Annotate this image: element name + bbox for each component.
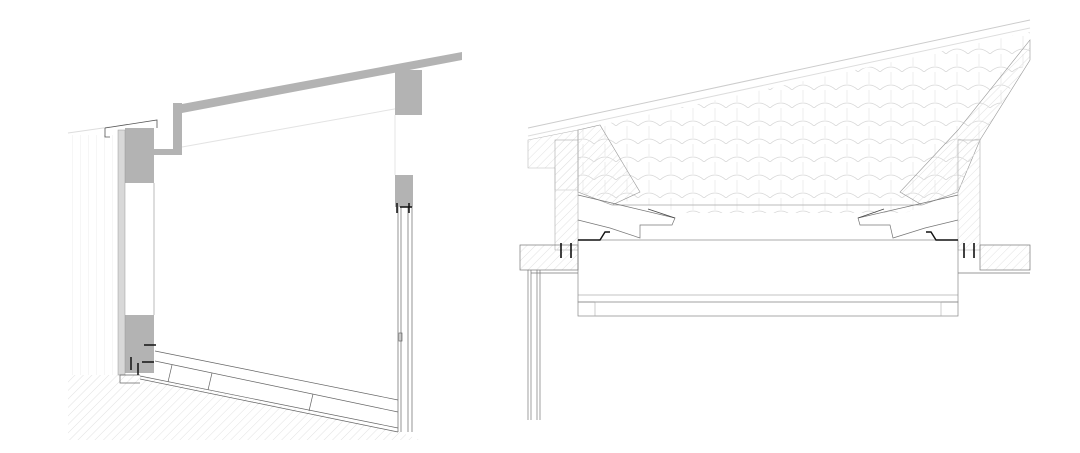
right-section-drawing [519,19,1031,420]
grille-trim [577,301,959,317]
window-frame [397,207,413,432]
roof-line [527,19,1031,129]
right-flashing [926,231,958,241]
left-slab-and-frame [519,244,579,420]
right-slab [958,244,1031,274]
window-head-fixings [396,203,412,213]
left-wall [554,139,579,251]
coping-flashing [104,119,158,138]
parapet-stub [173,103,182,155]
left-support-bracket [577,194,676,239]
cladding-strip [117,129,126,376]
right-support-bracket [857,194,959,239]
right-splay [899,39,1031,206]
lower-wall-block [125,315,154,373]
roof-outline [67,126,111,134]
sloped-skylight-glazing [119,350,399,433]
ceiling-grille [577,231,959,317]
gutter-ledge [153,149,182,155]
grille-inner-trim [594,301,942,317]
exterior-wall-hatch [68,135,120,375]
roof-line [527,27,1031,137]
left-section-drawing [67,52,462,440]
ground-hatch [68,375,420,440]
fixing-bolts [560,243,975,258]
grille-frame [577,239,959,303]
sill-fixings [130,344,156,375]
left-flashing [578,231,610,241]
ceiling-line [181,107,401,148]
roof-tiles [578,32,1030,213]
right-beam-block [395,70,422,115]
upper-wall-block [125,128,154,183]
window-head-block [395,175,413,207]
right-wall [957,139,981,251]
roof-slab [182,52,462,113]
